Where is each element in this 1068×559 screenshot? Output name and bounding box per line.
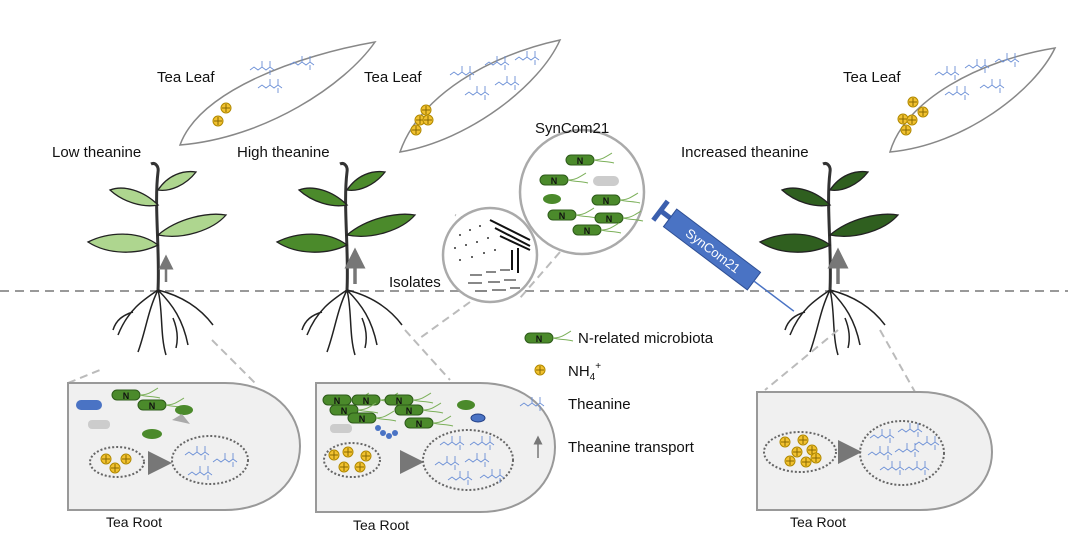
tea-root-label: Tea Root: [790, 514, 846, 530]
tea-root-increased: Tea Root: [756, 391, 994, 530]
tea-root-label: Tea Root: [106, 514, 162, 530]
syncom-syringe-icon: SynCom21: [651, 199, 795, 312]
plant-high-theanine: High theanine: [237, 144, 417, 357]
tea-leaf-label: Tea Leaf: [843, 69, 901, 86]
tea-leaf-low: Tea Leaf: [157, 40, 377, 146]
tea-leaf-label: Tea Leaf: [157, 69, 215, 86]
increased-theanine-label: Increased theanine: [681, 144, 809, 161]
plant-low-theanine: Low theanine: [52, 144, 228, 357]
tea-leaf-high: Tea Leaf: [364, 38, 562, 153]
legend-microbiota: N-related microbiota: [524, 330, 714, 347]
tea-leaf-label: Tea Leaf: [364, 69, 422, 86]
isolates-circle: Isolates: [389, 206, 539, 304]
legend-microbiota-label: N-related microbiota: [578, 330, 714, 347]
syncom-circle: SynCom21: [518, 120, 646, 256]
nh4-icon: [534, 364, 546, 376]
legend-theanine: Theanine: [519, 396, 631, 413]
legend-transport-label: Theanine transport: [568, 439, 695, 456]
plant-increased-theanine: Increased theanine: [681, 144, 900, 357]
tea-root-label: Tea Root: [353, 517, 409, 533]
legend: N-related microbiota NH4+ Theanine Thean…: [519, 330, 714, 458]
tea-leaf-increased: Tea Leaf: [843, 47, 1057, 153]
legend-transport: Theanine transport: [533, 435, 695, 458]
tea-root-high: Tea Root: [315, 382, 557, 533]
low-theanine-label: Low theanine: [52, 144, 141, 161]
legend-nh4: NH4+: [534, 361, 601, 383]
tea-root-low: Tea Root: [67, 382, 302, 530]
legend-theanine-label: Theanine: [568, 396, 631, 413]
isolates-label: Isolates: [389, 274, 441, 291]
syncom-label: SynCom21: [535, 120, 609, 137]
n-bacterium-icon: [524, 330, 574, 345]
legend-nh4-label: NH4+: [568, 361, 601, 383]
syringe-label: SynCom21: [683, 225, 743, 276]
high-theanine-label: High theanine: [237, 144, 330, 161]
